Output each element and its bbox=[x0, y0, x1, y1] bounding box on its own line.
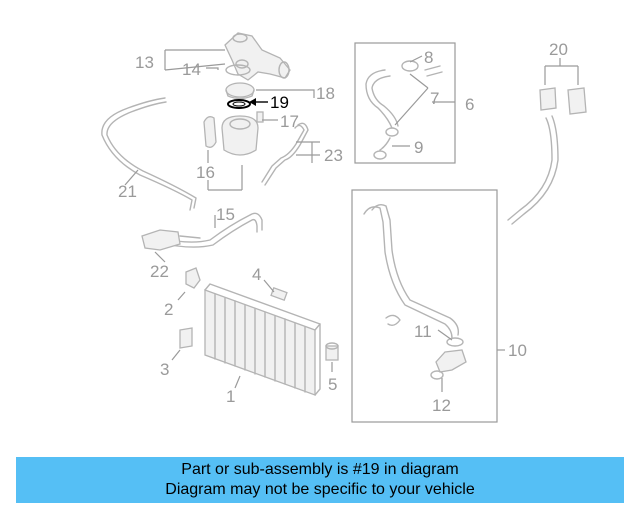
callout-3: 3 bbox=[160, 360, 169, 379]
part-11-clamp bbox=[385, 314, 464, 347]
part-19-seal-ring bbox=[227, 99, 251, 109]
part-9-clamp bbox=[373, 127, 399, 160]
callout-23: 23 bbox=[324, 146, 343, 165]
group-box-10 bbox=[351, 189, 498, 423]
callout-21: 21 bbox=[118, 182, 137, 201]
part-4-switch bbox=[270, 287, 288, 301]
callout-8: 8 bbox=[424, 48, 433, 67]
part-7-hose bbox=[365, 69, 399, 129]
callout-22: 22 bbox=[150, 262, 169, 281]
part-10-hose bbox=[363, 203, 460, 339]
part-12-connector bbox=[430, 349, 467, 380]
callout-15: 15 bbox=[216, 205, 235, 224]
part-1-radiator bbox=[204, 283, 321, 396]
callout-14: 14 bbox=[182, 60, 201, 79]
callout-7: 7 bbox=[430, 89, 439, 108]
part-22-flange bbox=[141, 229, 201, 251]
callout-18: 18 bbox=[316, 84, 335, 103]
info-banner: Part or sub-assembly is #19 in diagram D… bbox=[16, 457, 624, 503]
callout-17: 17 bbox=[280, 112, 299, 131]
leader-lines bbox=[124, 49, 579, 392]
callout-12: 12 bbox=[432, 396, 451, 415]
part-3-bracket bbox=[179, 327, 193, 349]
part-15-pipe bbox=[159, 212, 263, 248]
part-14-seal bbox=[225, 64, 251, 76]
callout-4: 4 bbox=[252, 265, 261, 284]
callout-2: 2 bbox=[164, 300, 173, 319]
callout-6: 6 bbox=[465, 95, 474, 114]
part-16-expansion-tank bbox=[203, 115, 259, 156]
part-5-plug bbox=[325, 342, 339, 361]
callout-11: 11 bbox=[414, 322, 432, 341]
part-20-sensor-left bbox=[539, 87, 557, 111]
banner-line-2: Diagram may not be specific to your vehi… bbox=[165, 481, 475, 498]
part-17-sensor bbox=[256, 111, 264, 123]
part-2-bracket bbox=[185, 267, 201, 289]
part-20-sensor-right bbox=[567, 87, 587, 115]
part-23-hose bbox=[261, 122, 309, 186]
banner-line-1: Part or sub-assembly is #19 in diagram bbox=[181, 461, 459, 478]
callout-16: 16 bbox=[196, 163, 215, 182]
part-20-pipe bbox=[507, 115, 559, 225]
parts-diagram: 13 14 18 19 17 23 16 21 15 22 2 4 3 5 1 … bbox=[101, 32, 587, 423]
part-8-clamp bbox=[401, 60, 443, 77]
group-box-6 bbox=[354, 42, 456, 164]
callout-1: 1 bbox=[226, 387, 235, 406]
callout-10: 10 bbox=[508, 341, 527, 360]
part-18-cap bbox=[225, 82, 255, 100]
callout-20: 20 bbox=[549, 40, 568, 59]
callout-9: 9 bbox=[414, 138, 423, 157]
part-13-housing bbox=[224, 32, 291, 81]
callout-5: 5 bbox=[328, 375, 337, 394]
part-21-hose bbox=[101, 97, 197, 211]
callout-13: 13 bbox=[135, 53, 154, 72]
callout-19-arrow bbox=[249, 98, 268, 106]
callout-19: 19 bbox=[270, 93, 289, 112]
